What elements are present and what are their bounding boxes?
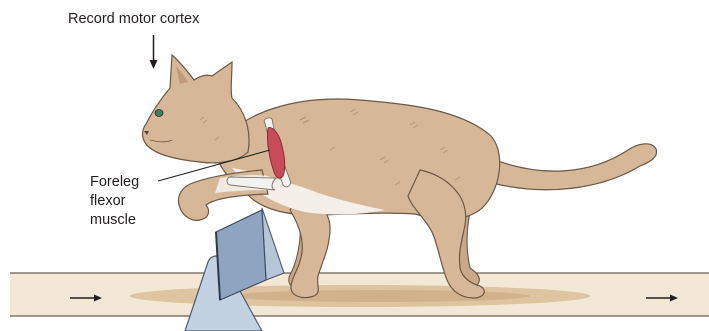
flexor-label: flexor: [90, 193, 126, 209]
down-arrow-icon: [150, 35, 158, 69]
walkway: [10, 273, 709, 316]
foreleg-label: Foreleg: [90, 174, 139, 190]
muscle-label: muscle: [90, 212, 136, 228]
record-motor-cortex-label: Record motor cortex: [68, 11, 200, 27]
cat-head: [143, 55, 250, 163]
cat-eye: [155, 110, 163, 117]
cat-shadow-core: [230, 290, 530, 302]
cat-tail: [490, 144, 657, 190]
